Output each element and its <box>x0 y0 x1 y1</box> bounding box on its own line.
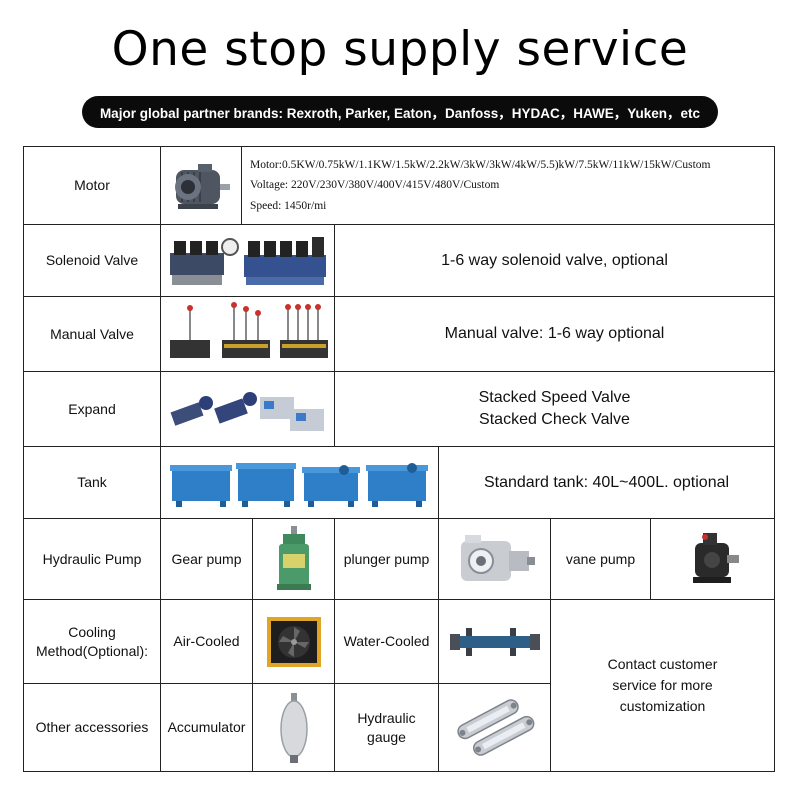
manual-valve-image <box>161 297 335 372</box>
accumulator-image <box>253 684 335 771</box>
manual-valve-description: Manual valve: 1-6 way optional <box>335 297 774 372</box>
solenoid-valve-label: Solenoid Valve <box>24 225 161 297</box>
motor-image <box>161 147 242 225</box>
partner-brands-banner: Major global partner brands: Rexroth, Pa… <box>82 96 718 128</box>
hydraulic-gauge-text: Hydraulic gauge <box>357 709 416 745</box>
tank-description: Standard tank: 40L~400L. optional <box>439 447 774 519</box>
stacked-speed-valve-text: Stacked Speed Valve <box>478 389 631 407</box>
accumulator-label: Accumulator <box>161 684 253 771</box>
plunger-pump-icon <box>460 535 535 581</box>
hydraulic-pump-label: Hydraulic Pump <box>24 519 161 600</box>
motor-power-spec: Motor:0.5KW/0.75kW/1.1KW/1.5kW/2.2kW/3kW… <box>250 159 711 172</box>
electric-motor-icon <box>175 163 230 209</box>
motor-speed-spec: Speed: 1450r/mi <box>250 199 327 212</box>
air-cooler-icon <box>266 616 321 667</box>
tank-label: Tank <box>24 447 161 519</box>
hydraulic-gauge-label: Hydraulic gauge <box>335 684 439 771</box>
page-title: One stop supply service <box>111 22 689 77</box>
stacked-valve-icon <box>170 392 324 431</box>
tank-image <box>161 447 439 519</box>
water-cooler-image <box>439 600 551 684</box>
plunger-pump-label: plunger pump <box>335 519 439 600</box>
accumulator-icon <box>279 692 308 763</box>
gear-pump-label: Gear pump <box>161 519 253 600</box>
level-gauge-icon <box>456 698 534 756</box>
manual-valve-label: Manual Valve <box>24 297 161 372</box>
water-cooler-icon <box>449 627 540 656</box>
water-cooled-label: Water-Cooled <box>335 600 439 684</box>
vane-pump-label: vane pump <box>551 519 651 600</box>
motor-voltage-spec: Voltage: 220V/230V/380V/400V/415V/480V/C… <box>250 179 500 192</box>
gear-pump-icon <box>276 526 311 590</box>
plunger-pump-image <box>439 519 551 600</box>
air-cooled-label: Air-Cooled <box>161 600 253 684</box>
manual-valve-icon <box>169 302 328 358</box>
vane-pump-image <box>651 519 774 600</box>
motor-specs: Motor:0.5KW/0.75kW/1.1KW/1.5kW/2.2kW/3kW… <box>242 147 774 225</box>
stacked-check-valve-text: Stacked Check Valve <box>479 411 630 428</box>
expand-description: Stacked Speed Valve Stacked Check Valve <box>335 372 774 447</box>
air-cooler-image <box>253 600 335 684</box>
hydraulic-gauge-image <box>439 684 551 771</box>
other-accessories-label: Other accessories <box>24 684 161 771</box>
motor-label: Motor <box>24 147 161 225</box>
product-table: Motor Motor:0.5KW/0.75kW/1.1KW/1.5kW/2.2… <box>23 146 775 772</box>
cooling-method-label: Cooling Method(Optional): <box>24 600 161 684</box>
solenoid-valve-image <box>161 225 335 297</box>
gear-pump-image <box>253 519 335 600</box>
solenoid-valve-description: 1-6 way solenoid valve, optional <box>335 225 774 297</box>
vane-pump-icon <box>692 533 739 583</box>
expand-image <box>161 372 335 447</box>
contact-text: Contact customer service for more custom… <box>607 656 718 714</box>
contact-customization-note: Contact customer service for more custom… <box>551 600 774 771</box>
hydraulic-tank-icon <box>169 462 428 507</box>
expand-label: Expand <box>24 372 161 447</box>
solenoid-valve-icon <box>169 236 326 285</box>
